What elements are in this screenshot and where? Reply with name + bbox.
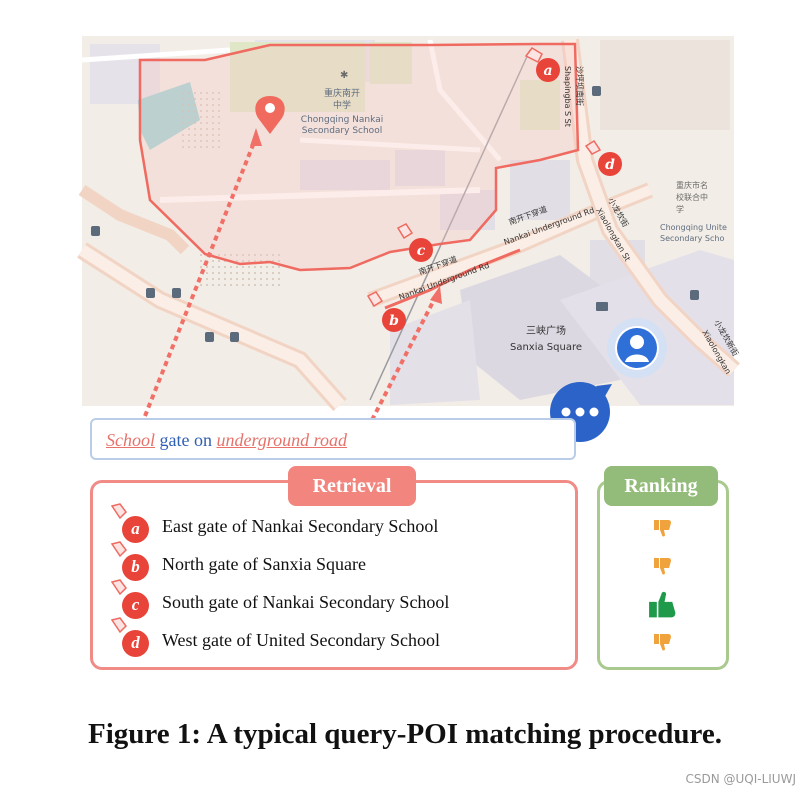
school-glyph-icon: ✱ xyxy=(340,70,348,81)
query-box: School gate on underground road xyxy=(90,418,576,460)
street-label-cn: 沙坪坝南街 xyxy=(575,66,585,106)
svg-text:b: b xyxy=(389,313,399,329)
badge-c: c xyxy=(122,592,149,619)
arrow-head-icon xyxy=(430,286,442,304)
building xyxy=(395,150,445,186)
retrieval-item-label: East gate of Nankai Secondary School xyxy=(162,516,439,536)
query-word-road: underground road xyxy=(216,430,347,450)
united-cn-line1: 重庆市名 xyxy=(676,180,708,190)
school-en-line2: Secondary School xyxy=(302,126,382,136)
badge-a: a xyxy=(122,516,149,543)
nankai-underground-road xyxy=(368,185,652,305)
query-word-gate-on: gate on xyxy=(155,430,217,450)
badge-b: b xyxy=(122,554,149,581)
retrieval-item-label: South gate of Nankai Secondary School xyxy=(162,592,450,612)
retrieval-item-label: North gate of Sanxia Square xyxy=(162,554,366,574)
united-cn-line2: 校联合中 xyxy=(676,192,708,202)
query-arrow-school xyxy=(143,139,257,417)
retrieval-item-label: West gate of United Secondary School xyxy=(162,630,440,650)
road xyxy=(78,244,345,409)
thumbtack-icon xyxy=(366,47,602,308)
arrow-head-icon xyxy=(250,128,262,146)
sanxia-en: Sanxia Square xyxy=(510,342,582,353)
thumbtack-icon xyxy=(110,579,127,596)
school-cn-line1: 重庆南开 xyxy=(324,87,360,99)
bus-stop-icon xyxy=(91,86,699,342)
united-en-line2: Secondary Scho xyxy=(660,234,724,243)
query-word-school: School xyxy=(106,430,155,450)
thumbtack-icon xyxy=(110,617,127,634)
thumbs-up-icon xyxy=(649,591,676,618)
school-en-line1: Chongqing Nankai xyxy=(301,115,383,125)
road xyxy=(427,39,502,162)
road xyxy=(81,47,231,63)
thumbs-down-icon xyxy=(654,520,671,537)
school-cn-line2: 中学 xyxy=(333,99,351,111)
thumbs-down-icon xyxy=(654,634,671,651)
road xyxy=(159,187,481,203)
marker-a: a xyxy=(536,58,560,82)
svg-text:d: d xyxy=(605,157,615,173)
building xyxy=(300,160,390,190)
sanxia-plaza xyxy=(460,255,620,400)
location-pin-icon xyxy=(255,96,285,134)
thumbs-down-icon xyxy=(654,558,671,575)
park-area xyxy=(370,42,412,84)
ranking-title: Ranking xyxy=(604,466,718,506)
street-label: Shapingba S St xyxy=(563,66,572,127)
street xyxy=(564,39,738,375)
thumbtack-icon xyxy=(110,503,127,520)
thumbtack-icon xyxy=(110,541,127,558)
building xyxy=(510,160,570,220)
watermark: CSDN @UQI-LIUWJ xyxy=(685,772,796,786)
map: ✱ 重庆南开 中学 Chongqing Nankai Secondary Sch… xyxy=(77,36,741,442)
figure-caption: Figure 1: A typical query-POI matching p… xyxy=(88,718,722,750)
park-area xyxy=(520,80,560,130)
road xyxy=(78,184,190,255)
marker-d: d xyxy=(598,152,622,176)
query-text: School gate on underground road xyxy=(106,430,347,451)
united-cn-line3: 学 xyxy=(676,204,684,214)
united-en-line1: Chongqing Unite xyxy=(660,223,727,232)
badge-d: d xyxy=(122,630,149,657)
transit-line xyxy=(369,49,531,401)
svg-text:a: a xyxy=(543,63,552,79)
map-texture xyxy=(180,90,220,150)
user-avatar-icon xyxy=(607,318,667,378)
location-pin-dot xyxy=(265,103,275,113)
nankai-school-boundary xyxy=(138,42,580,272)
marker-b: b xyxy=(382,308,406,332)
school-grounds xyxy=(230,42,365,112)
road xyxy=(299,137,481,153)
retrieval-title: Retrieval xyxy=(288,466,416,506)
building xyxy=(600,40,730,130)
sanxia-cn: 三峡广场 xyxy=(526,324,566,337)
retrieval-panel xyxy=(90,480,578,670)
marker-c: c xyxy=(409,238,433,262)
svg-text:c: c xyxy=(417,243,426,259)
route-segment xyxy=(384,248,521,310)
building xyxy=(390,300,480,405)
